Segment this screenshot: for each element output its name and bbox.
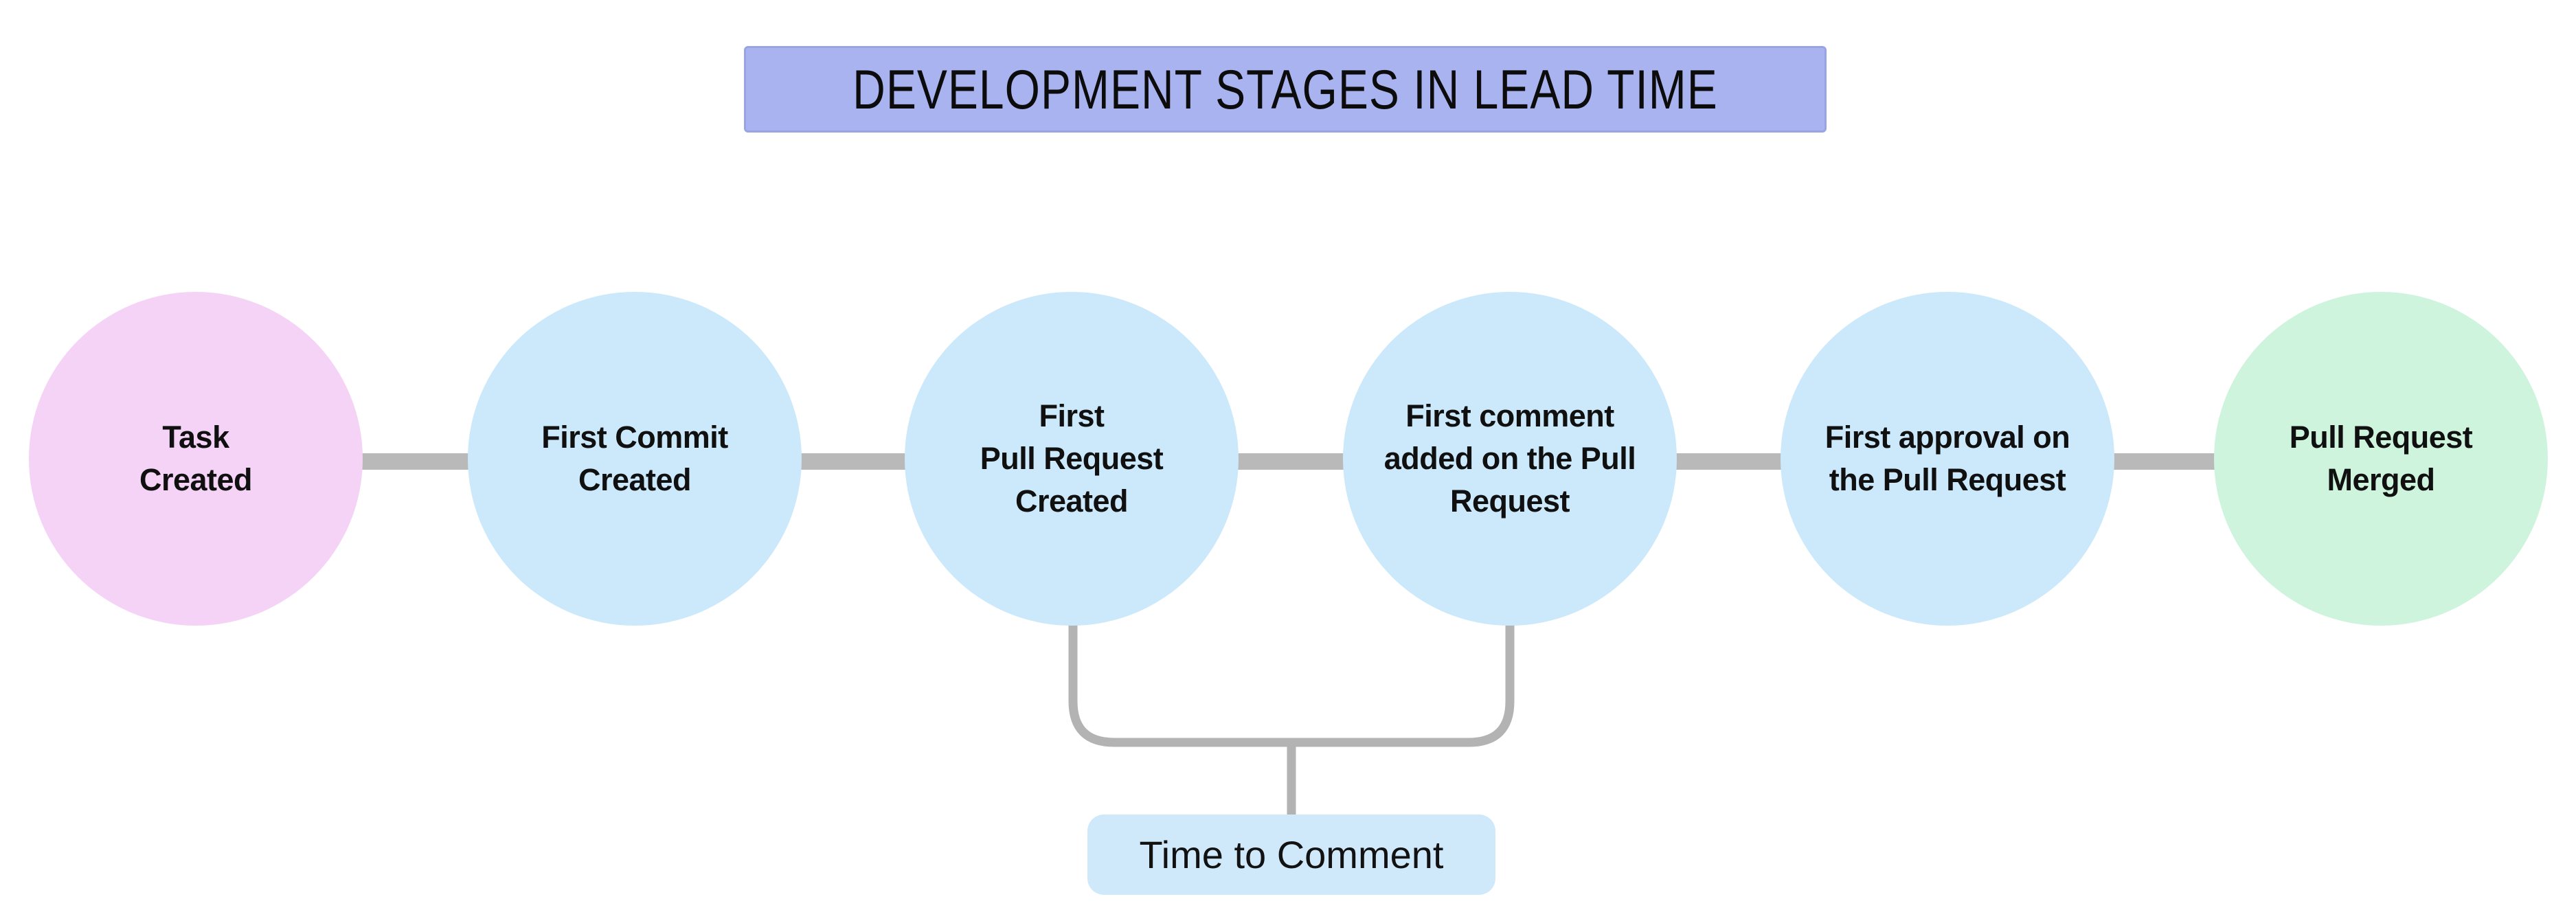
- time-to-comment-label: Time to Comment: [1087, 814, 1495, 895]
- stage-label: First Pull Request Created: [980, 398, 1164, 519]
- stage-label: First approval on the Pull Request: [1824, 419, 2070, 497]
- bracket-curve: [1068, 618, 1515, 747]
- stage-circle-task-created: Task Created: [29, 292, 363, 626]
- stage-circle-first-commit-created: First Commit Created: [468, 292, 802, 626]
- stage-label: Pull Request Merged: [2289, 419, 2473, 497]
- stage-circle-pull-request-merged: Pull Request Merged: [2214, 292, 2548, 626]
- stage-label: First Commit Created: [541, 419, 728, 497]
- stage-label: Task Created: [139, 419, 253, 497]
- diagram-title: DEVELOPMENT STAGES IN LEAD TIME: [852, 58, 1718, 121]
- stage-label: First comment added on the Pull Request: [1383, 398, 1636, 519]
- diagram-title-bar: DEVELOPMENT STAGES IN LEAD TIME: [744, 46, 1827, 133]
- annotation-text: Time to Comment: [1139, 833, 1444, 876]
- stage-circle-first-approval: First approval on the Pull Request: [1781, 292, 2114, 626]
- stage-circle-first-pull-request-created: First Pull Request Created: [905, 292, 1239, 626]
- stage-circle-first-comment-added: First comment added on the Pull Request: [1343, 292, 1677, 626]
